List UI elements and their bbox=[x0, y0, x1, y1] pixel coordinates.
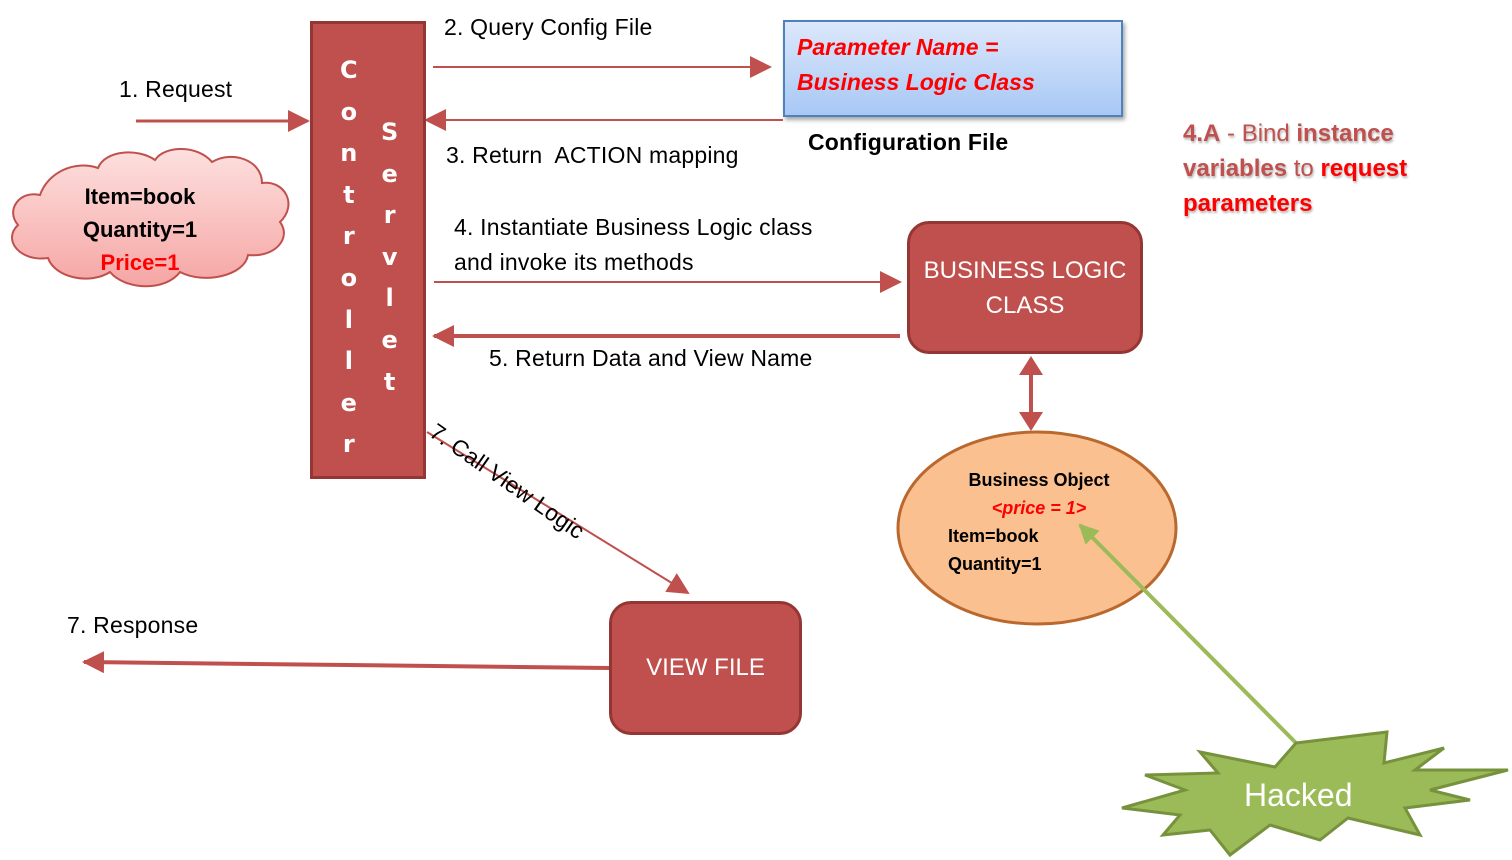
business-logic-line2: CLASS bbox=[985, 291, 1065, 319]
servlet-letter: r bbox=[383, 201, 396, 230]
return-action-label: 3. Return ACTION mapping bbox=[446, 142, 739, 168]
hacked-arrow bbox=[1078, 523, 1298, 745]
request-label: 1. Request bbox=[119, 76, 233, 102]
business-object-title: Business Object bbox=[968, 470, 1110, 490]
controller-letter: l bbox=[344, 305, 353, 334]
bind-annotation: 4.A - Bind instance variables to request… bbox=[1183, 116, 1407, 221]
business-object-item: Item=book bbox=[948, 526, 1039, 546]
return-data-label: 5. Return Data and View Name bbox=[489, 345, 813, 371]
controller-letter: r bbox=[342, 430, 355, 459]
link-arrowhead-up bbox=[1019, 356, 1043, 375]
config-param-line1: Parameter Name = bbox=[797, 34, 999, 60]
instantiate-label-line1: 4. Instantiate Business Logic class bbox=[454, 214, 813, 240]
annotation-request: request bbox=[1320, 155, 1408, 182]
cloud-price: Price=1 bbox=[100, 250, 180, 275]
view-file-label: VIEW FILE bbox=[646, 654, 765, 681]
business-object-quantity: Quantity=1 bbox=[948, 554, 1042, 574]
response-arrow bbox=[82, 651, 610, 674]
annotation-to: to bbox=[1287, 155, 1321, 182]
response-label: 7. Response bbox=[67, 612, 199, 638]
servlet-label: S e r v l e t bbox=[381, 112, 398, 403]
annotation-step: 4.A bbox=[1183, 120, 1221, 147]
controller-letter: e bbox=[340, 388, 357, 417]
query-config-label: 2. Query Config File bbox=[444, 14, 653, 40]
business-logic-class-box[interactable]: BUSINESS LOGIC CLASS bbox=[907, 221, 1143, 354]
annotation-parameters: parameters bbox=[1183, 190, 1313, 217]
controller-servlet-box[interactable]: C o n t r o l l e r S e r v l e t bbox=[310, 21, 426, 479]
controller-letter: o bbox=[340, 263, 358, 292]
annotation-instance: instance bbox=[1296, 120, 1394, 147]
request-params-text: Item=book Quantity=1 Price=1 bbox=[40, 180, 240, 279]
cloud-item: Item=book bbox=[84, 184, 196, 209]
controller-letter: r bbox=[342, 222, 355, 251]
controller-letter: t bbox=[343, 180, 355, 209]
request-params-cloud bbox=[11, 148, 290, 288]
annotation-variables: variables bbox=[1183, 155, 1288, 182]
instantiate-label-line2: and invoke its methods bbox=[454, 249, 694, 275]
business-logic-line1: BUSINESS LOGIC bbox=[923, 256, 1127, 284]
config-file-caption: Configuration File bbox=[808, 129, 1009, 155]
business-object-price: <price = 1> bbox=[991, 498, 1087, 518]
call-view-arrow bbox=[426, 431, 690, 595]
cloud-quantity: Quantity=1 bbox=[82, 217, 198, 242]
link-arrowhead-down bbox=[1019, 412, 1043, 431]
controller-letter: n bbox=[340, 139, 358, 168]
servlet-letter: S bbox=[381, 118, 399, 146]
servlet-letter: t bbox=[383, 367, 396, 396]
servlet-letter: e bbox=[381, 325, 398, 354]
controller-letter: C bbox=[340, 56, 358, 84]
servlet-letter: e bbox=[381, 159, 398, 188]
servlet-letter: v bbox=[381, 242, 398, 271]
annotation-text: - Bind bbox=[1220, 120, 1297, 147]
controller-letter: l bbox=[344, 347, 353, 376]
business-object-text: Business Object <price = 1> Item=book Qu… bbox=[900, 466, 1178, 578]
controller-letter: o bbox=[340, 97, 358, 126]
hacked-burst bbox=[1121, 730, 1509, 858]
view-file-box[interactable]: VIEW FILE bbox=[609, 601, 802, 735]
controller-label: C o n t r o l l e r bbox=[340, 50, 358, 466]
hacked-label: Hacked bbox=[1244, 777, 1353, 813]
business-object-ellipse bbox=[896, 430, 1178, 626]
config-file-box[interactable]: Parameter Name = Business Logic Class bbox=[783, 20, 1123, 117]
config-param-line2: Business Logic Class bbox=[797, 69, 1035, 95]
servlet-letter: l bbox=[385, 284, 394, 313]
